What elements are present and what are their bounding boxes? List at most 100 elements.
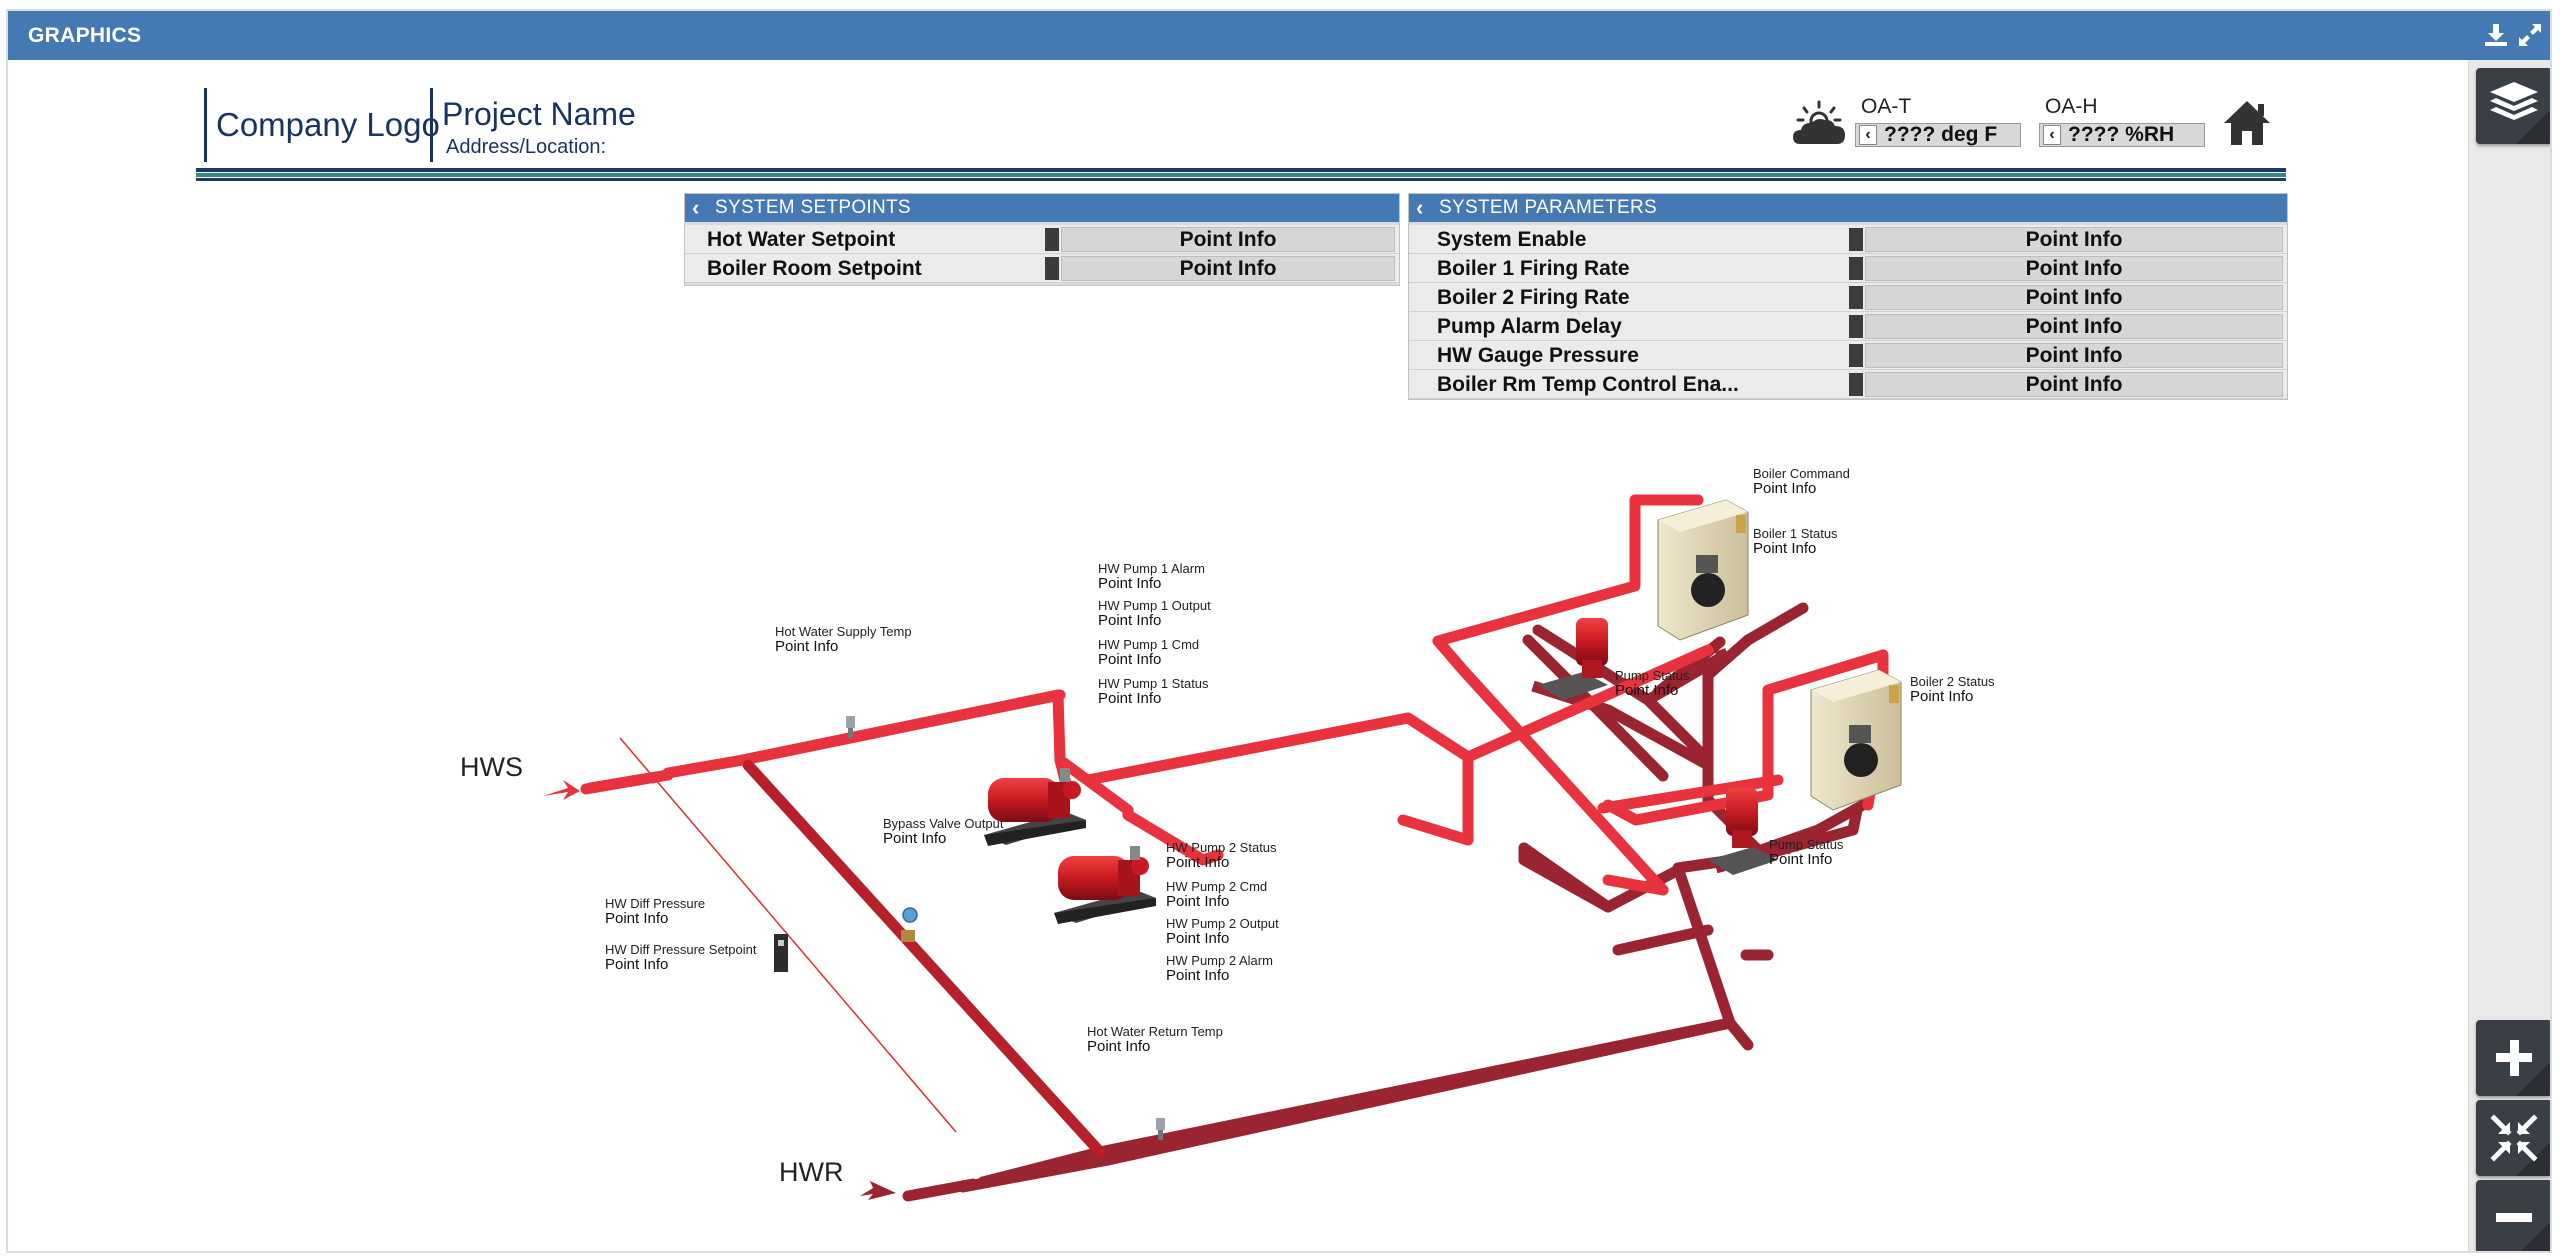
fit-button[interactable]: [2476, 1100, 2550, 1176]
table-row: System Enable Point Info: [1409, 225, 2287, 254]
pump1-status-label: HW Pump 1 Status: [1098, 676, 1209, 691]
pump1-alarm-label: HW Pump 1 Alarm: [1098, 561, 1205, 576]
supply-temp-sensor: [846, 716, 855, 738]
table-row: Pump Alarm Delay Point Info: [1409, 312, 2287, 341]
table-row: Hot Water Setpoint Point Info: [685, 225, 1399, 254]
expand-icon[interactable]: [2516, 21, 2544, 49]
pump-status-2-label: Pump Status: [1769, 837, 1844, 852]
row-label: System Enable: [1437, 228, 1587, 251]
hw-diff-pressure-label: HW Diff Pressure: [605, 896, 706, 911]
boiler2-status-value[interactable]: Point Info: [1910, 688, 1974, 705]
row-value[interactable]: Point Info: [1865, 372, 2283, 397]
hw-diff-pressure-sp-label: HW Diff Pressure Setpoint: [605, 942, 757, 957]
row-value[interactable]: Point Info: [1865, 314, 2283, 339]
boiler1-status-value[interactable]: Point Info: [1753, 540, 1817, 557]
system-setpoints-table: ‹ SYSTEM SETPOINTS Hot Water Setpoint Po…: [684, 193, 1400, 286]
pump1-cmd-value[interactable]: Point Info: [1098, 651, 1162, 668]
pump-status-2-value[interactable]: Point Info: [1769, 851, 1833, 868]
boiler-2: [1810, 669, 1902, 811]
row-value[interactable]: Point Info: [1865, 227, 2283, 252]
row-label: Boiler Room Setpoint: [707, 257, 922, 280]
boiler-pump-2: [1708, 788, 1778, 875]
hws-arrow: [543, 780, 580, 800]
chevron-left-icon: ‹: [2043, 125, 2061, 145]
row-indicator: [1849, 228, 1863, 251]
download-icon[interactable]: [2482, 21, 2510, 49]
chevron-left-icon: ‹: [1416, 195, 1424, 220]
home-icon[interactable]: [2222, 98, 2272, 148]
system-setpoints-title: SYSTEM SETPOINTS: [715, 197, 911, 218]
header-stripe-3: [196, 178, 2286, 181]
header-stripe-2: [196, 173, 2286, 177]
hw-return-temp-value[interactable]: Point Info: [1087, 1038, 1151, 1055]
project-address: Address/Location:: [446, 136, 607, 158]
plus-icon: [2496, 1040, 2550, 1096]
row-label: Hot Water Setpoint: [707, 228, 896, 251]
pump2-output-label: HW Pump 2 Output: [1166, 916, 1279, 931]
project-name: Project Name: [442, 96, 636, 132]
pump2-cmd-value[interactable]: Point Info: [1166, 893, 1230, 910]
oa-h-value[interactable]: ‹ ???? %RH: [2039, 123, 2205, 147]
bypass-valve-value[interactable]: Point Info: [883, 830, 947, 847]
system-parameters-title: SYSTEM PARAMETERS: [1439, 197, 1658, 218]
window-title: GRAPHICS: [28, 24, 142, 47]
row-value[interactable]: Point Info: [1865, 256, 2283, 281]
hws-main: [580, 689, 1066, 795]
pump1-output-value[interactable]: Point Info: [1098, 612, 1162, 629]
hw-diff-pressure-sp-value[interactable]: Point Info: [605, 956, 669, 973]
boiler-command-value[interactable]: Point Info: [1753, 480, 1817, 497]
table-row: Boiler 2 Firing Rate Point Info: [1409, 283, 2287, 312]
hw-diff-pressure-value[interactable]: Point Info: [605, 910, 669, 927]
bypass-valve-label: Bypass Valve Output: [883, 816, 1004, 831]
graphics-panel: GRAPHICS Company Logo Project Name Addre…: [6, 9, 2552, 1253]
piping-diagram: [543, 494, 1902, 1202]
boiler-pump-1: [1538, 618, 1608, 700]
row-value[interactable]: Point Info: [1061, 256, 1395, 281]
pump1-status-value[interactable]: Point Info: [1098, 690, 1162, 707]
pump2-status-label: HW Pump 2 Status: [1166, 840, 1277, 855]
row-value[interactable]: Point Info: [1061, 227, 1395, 252]
system-setpoints-header[interactable]: ‹ SYSTEM SETPOINTS: [685, 194, 1399, 222]
pump2-alarm-label: HW Pump 2 Alarm: [1166, 953, 1273, 968]
chevron-left-icon: ‹: [1859, 125, 1877, 145]
pump-status-1-value[interactable]: Point Info: [1615, 682, 1679, 699]
zoom-in-button[interactable]: [2476, 1020, 2550, 1096]
diff-pressure-sensor: [774, 934, 788, 972]
hws-return-branch: [743, 760, 1105, 1157]
hwr-arrow: [860, 1181, 896, 1200]
header-stripe-1: [196, 168, 2286, 172]
row-indicator: [1849, 257, 1863, 280]
oa-t-value[interactable]: ‹ ???? deg F: [1855, 123, 2021, 147]
row-value[interactable]: Point Info: [1865, 285, 2283, 310]
layers-button[interactable]: [2476, 68, 2550, 144]
chevron-left-icon: ‹: [692, 195, 700, 220]
row-indicator: [1045, 228, 1059, 251]
pump1-alarm-value[interactable]: Point Info: [1098, 575, 1162, 592]
row-label: Boiler 1 Firing Rate: [1437, 257, 1630, 280]
row-indicator: [1849, 286, 1863, 309]
graphic-canvas: Company Logo Project Name Address/Locati…: [8, 60, 2468, 1251]
pump2-status-value[interactable]: Point Info: [1166, 854, 1230, 871]
hw-pump-2: [1054, 846, 1156, 924]
system-parameters-header[interactable]: ‹ SYSTEM PARAMETERS: [1409, 194, 2287, 222]
bypass-valve: [901, 907, 918, 942]
oa-h-text: ???? %RH: [2068, 123, 2175, 146]
pump2-output-value[interactable]: Point Info: [1166, 930, 1230, 947]
hw-supply-temp-value[interactable]: Point Info: [775, 638, 839, 655]
logo-divider-left: [204, 88, 207, 162]
minus-icon: [2496, 1213, 2550, 1251]
compress-icon: [2490, 1114, 2550, 1176]
layers-icon: [2490, 82, 2550, 144]
row-indicator: [1849, 344, 1863, 367]
company-logo: Company Logo: [216, 106, 440, 143]
table-row: Boiler Room Setpoint Point Info: [685, 254, 1399, 283]
hw-supply-temp-label: Hot Water Supply Temp: [775, 624, 912, 639]
zoom-out-button[interactable]: [2476, 1180, 2550, 1251]
hw-pump-1: [984, 768, 1086, 846]
boiler-1: [1657, 499, 1749, 641]
return-temp-sensor: [1156, 1118, 1165, 1140]
pump-status-1-label: Pump Status: [1615, 668, 1690, 683]
row-value[interactable]: Point Info: [1865, 343, 2283, 368]
pump2-alarm-value[interactable]: Point Info: [1166, 967, 1230, 984]
boiler-command-label: Boiler Command: [1753, 466, 1850, 481]
